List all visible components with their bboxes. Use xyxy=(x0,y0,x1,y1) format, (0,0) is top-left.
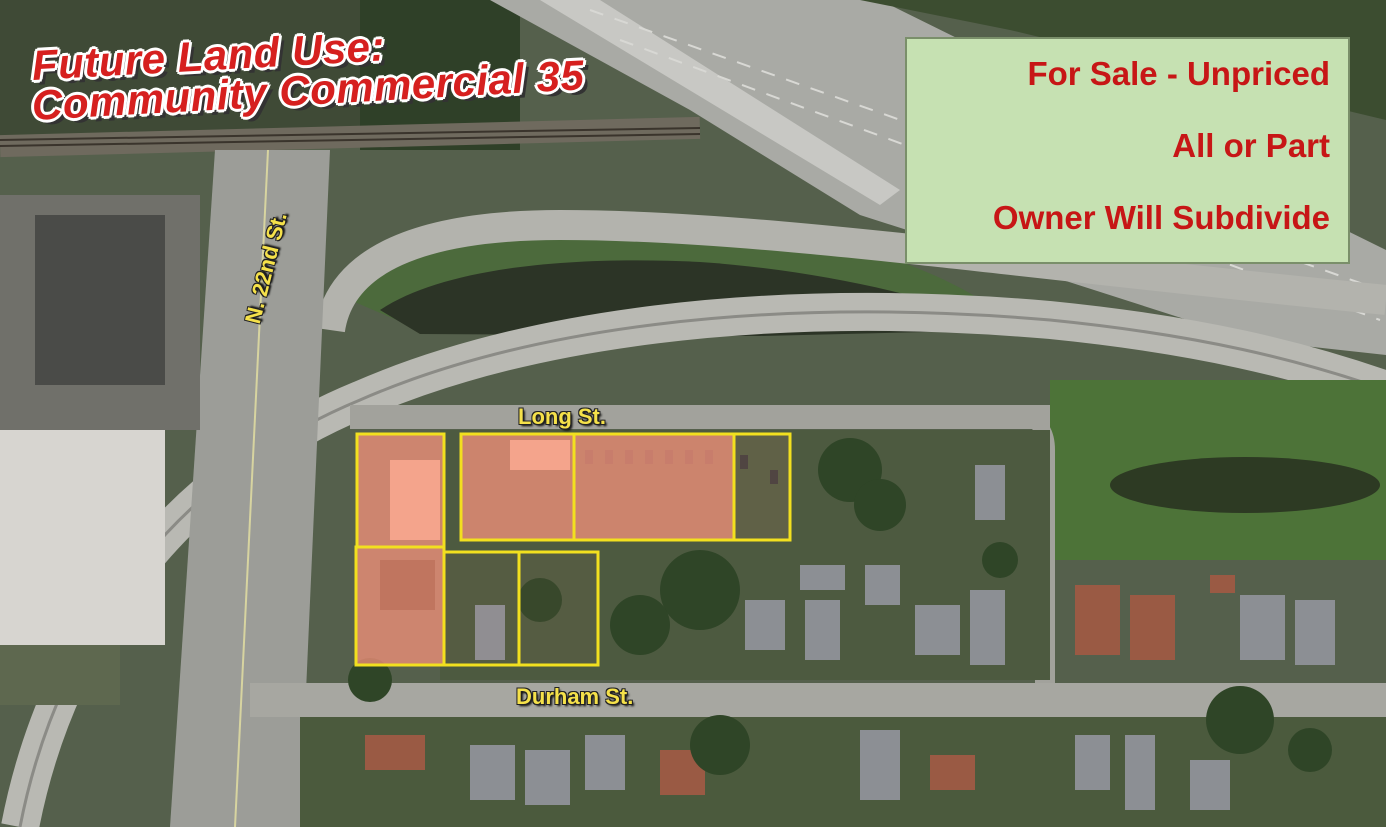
listing-subdivide-note: Owner Will Subdivide xyxy=(992,199,1330,236)
listing-info-box: For Sale - Unpriced All or Part Owner Wi… xyxy=(905,37,1350,264)
parcel-4 xyxy=(732,432,792,542)
durham-st-label: Durham St. xyxy=(516,684,634,709)
listing-all-or-part: All or Part xyxy=(1172,127,1330,164)
long-st-label: Long St. xyxy=(518,404,606,429)
listing-sale-status: For Sale - Unpriced xyxy=(1027,55,1330,92)
parcel-3 xyxy=(572,432,736,542)
parcel-6 xyxy=(442,550,521,667)
parcel-7 xyxy=(517,550,600,667)
